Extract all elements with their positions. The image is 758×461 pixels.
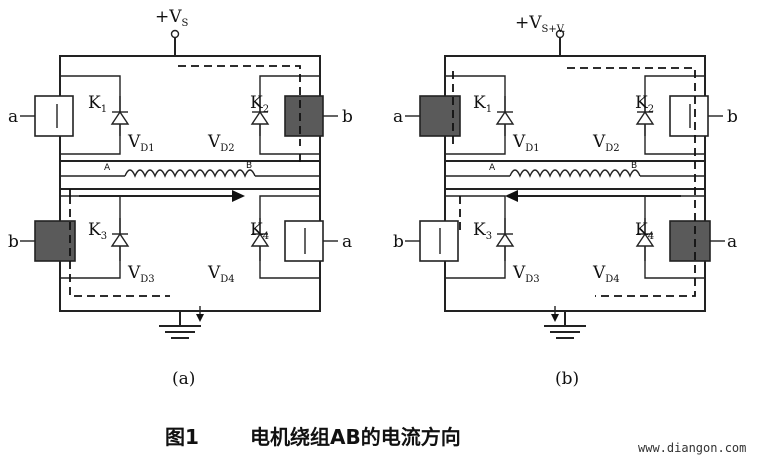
input-a-right-a: a (342, 232, 352, 252)
figure-title: 电机绕组AB的电流方向 (250, 425, 461, 449)
labels-a: +VS K1 K2 K3 K4 VD1 VD2 VD3 VD4 A B a b … (8, 7, 353, 389)
label-k2-a: K2 (250, 93, 269, 115)
relay-k4-active (669, 220, 711, 262)
relay-k2-active (284, 95, 324, 137)
node-b-a: B (246, 161, 252, 171)
current-arrow-head-b (505, 190, 518, 202)
label-k3-b: K3 (473, 220, 492, 242)
label-k4-a: K4 (250, 220, 269, 242)
subfigure-label-a: (a) (172, 369, 195, 389)
current-path-bottom (69, 196, 170, 297)
label-vd2-b: VD2 (592, 132, 620, 154)
relay-b-right (669, 95, 709, 137)
label-vd1-b: VD1 (512, 132, 540, 154)
node-b-b: B (631, 161, 637, 171)
relay-k1-active (419, 95, 461, 137)
labels-b: +VS+V. K1 K2 K3 K4 VD1 VD2 VD3 VD4 A B a… (393, 13, 738, 389)
relay-a-right (284, 220, 324, 262)
current-arrow-head (232, 190, 245, 202)
label-k4-b: K4 (635, 220, 654, 242)
node-a-b: A (489, 163, 496, 173)
input-a-left-b: a (393, 107, 403, 127)
input-b-right-b: b (727, 107, 738, 127)
circuit-a (20, 29, 338, 339)
relay-b-left (419, 220, 459, 262)
label-k2-b: K2 (635, 93, 654, 115)
input-b-right-a: b (342, 107, 353, 127)
subfigure-label-b: (b) (555, 369, 579, 389)
label-vd3-b: VD3 (512, 263, 540, 285)
label-vd4-a: VD4 (207, 263, 235, 285)
current-path-right (567, 67, 696, 297)
input-b-left-b: b (393, 232, 404, 252)
input-a-right-b: a (727, 232, 737, 252)
relay-a-left (34, 95, 74, 137)
figure-number: 图1 (165, 425, 199, 449)
input-a-left-a: a (8, 107, 18, 127)
label-k3-a: K3 (88, 220, 107, 242)
label-k1-b: K1 (473, 93, 492, 115)
current-path-top (178, 65, 301, 146)
node-a-a: A (104, 163, 111, 173)
circuit-b (405, 29, 725, 339)
label-k1-a: K1 (88, 93, 107, 115)
label-vd4-b: VD4 (592, 263, 620, 285)
input-b-left-a: b (8, 232, 19, 252)
label-vd1-a: VD1 (127, 132, 155, 154)
label-vd2-a: VD2 (207, 132, 235, 154)
supply-b: +VS+V. (515, 13, 565, 35)
watermark: www.diangon.com (638, 441, 746, 455)
label-vd3-a: VD3 (127, 263, 155, 285)
supply-a: +VS (155, 7, 189, 29)
relay-k3-active (34, 220, 76, 262)
